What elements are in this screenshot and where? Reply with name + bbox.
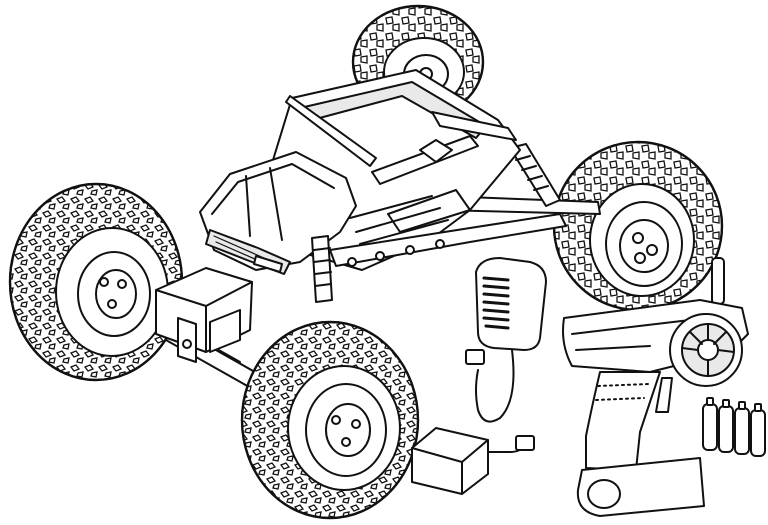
charger-cable (476, 350, 514, 422)
aa-battery-icon (703, 398, 717, 450)
charger-vents (484, 278, 508, 328)
servo-box (156, 268, 252, 362)
aa-battery-icon (719, 400, 733, 452)
wheel-front-right (242, 322, 418, 518)
charger-body (476, 258, 546, 350)
aa-batteries (703, 398, 765, 456)
chassis-rail (330, 214, 566, 266)
rear-shock (510, 144, 560, 206)
steering-wheel (670, 314, 742, 386)
front-shock (312, 236, 332, 302)
battery-pack (412, 428, 534, 494)
wheel-front-left (10, 184, 182, 380)
antenna (712, 258, 724, 304)
battery-connector (516, 436, 534, 450)
aa-battery-icon (735, 402, 749, 454)
charger-plug (466, 350, 484, 364)
wheel-rear-right (554, 142, 722, 310)
aa-battery-icon (751, 404, 765, 456)
transmitter-grip (586, 372, 660, 470)
pistol-grip-transmitter (563, 258, 748, 516)
trigger (656, 378, 672, 412)
rc-rock-crawler-truck (10, 6, 722, 518)
wall-charger (466, 258, 546, 422)
